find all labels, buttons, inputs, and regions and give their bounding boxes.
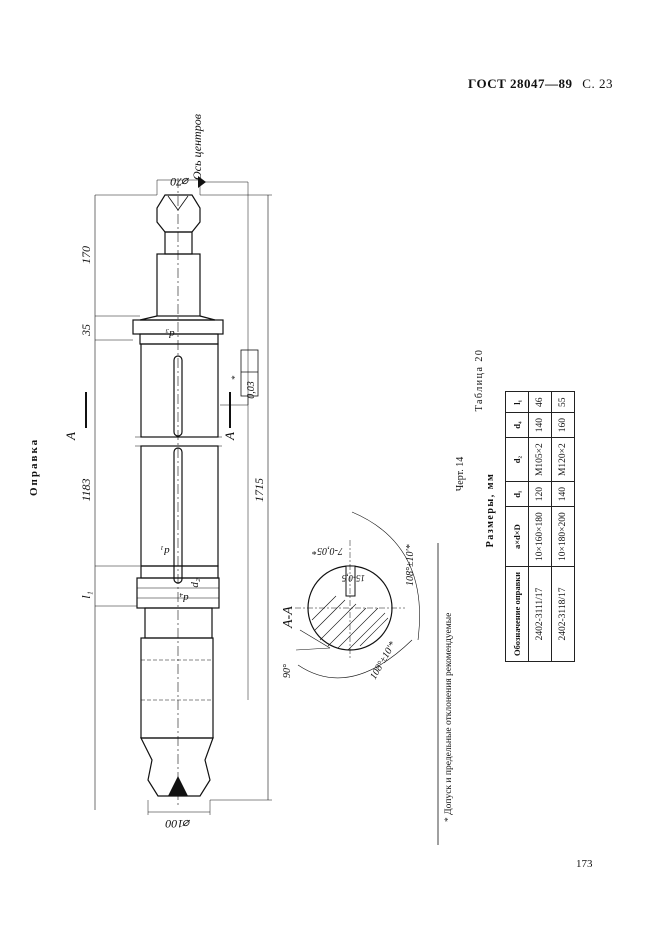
page-header: ГОСТ 28047—89 С. 23 — [468, 76, 613, 92]
table-header-cell: a×d×D — [505, 506, 529, 567]
table-cell: 46 — [528, 391, 552, 413]
shaft-section-1 — [156, 253, 201, 317]
page-code: С. 23 — [582, 76, 613, 91]
table-cell: 140 — [528, 412, 552, 438]
angle-right: 108°±10′* — [405, 544, 416, 586]
table-cell: 10×180×200 — [551, 506, 575, 567]
figure-label: Черт. 14 — [455, 457, 466, 491]
axis-label: Ось центров — [190, 114, 204, 180]
dim-dia-top: ⌀70 — [170, 175, 189, 189]
table-cell: 160 — [551, 412, 575, 438]
dim-d4: d₄ — [179, 592, 189, 604]
shaft-nose-bottom — [140, 737, 214, 797]
spec-table: Обозначение оправки a×d×D d₁ d₂ d₄ l₁ 24… — [505, 391, 575, 662]
tolerance-value: 0,03 — [246, 381, 257, 399]
dim-len-170: 170 — [79, 246, 93, 264]
shaft-neck — [164, 231, 193, 255]
table-cell: 2402-3111/17 — [528, 566, 552, 662]
table-header-cell: d₄ — [505, 412, 529, 438]
dim-d3: d₃ — [165, 328, 175, 340]
table-header-cell: d₂ — [505, 437, 529, 482]
angle-left: 90° — [282, 664, 293, 678]
tolerance-star: * — [230, 375, 240, 380]
table-header-cell: Обозначение оправки — [505, 566, 529, 662]
standard-code: ГОСТ 28047—89 — [468, 76, 573, 91]
dim-len-1715: 1715 — [252, 478, 266, 502]
dim-d2: d₂ — [189, 578, 201, 588]
dim-dia-bottom: ⌀100 — [165, 817, 190, 831]
table-cell: 55 — [551, 391, 575, 413]
dim-len-1183: 1183 — [79, 478, 93, 501]
table-row: 2402-3118/17 10×180×200 140 M120×2 160 5… — [551, 391, 575, 662]
page-number: 173 — [576, 858, 593, 870]
section-label: А-А — [281, 606, 296, 629]
section-marker-left: А — [63, 432, 78, 441]
table-cell: M105×2 — [528, 437, 552, 482]
table-caption: Таблица 20 — [474, 349, 485, 412]
spec-table-wrapper: Обозначение оправки a×d×D d₁ d₂ d₄ l₁ 24… — [505, 391, 575, 662]
shaft-body-upper — [140, 343, 219, 438]
section-marker-right: А — [222, 432, 237, 441]
table-row: 2402-3111/17 10×160×180 120 M105×2 140 4… — [528, 391, 552, 662]
table-header-cell: l₁ — [505, 391, 529, 413]
shaft-body-lower — [140, 445, 219, 567]
table-header-row: Обозначение оправки a×d×D d₁ d₂ d₄ l₁ — [505, 391, 529, 662]
groove-dim: 7-0,05* — [312, 545, 343, 556]
table-cell: 120 — [528, 481, 552, 507]
shaft-thread — [144, 607, 213, 639]
table-subtitle: Размеры, мм — [485, 473, 496, 548]
dim-d1: d₁ — [160, 545, 170, 557]
key-slot-lower — [173, 447, 183, 584]
shaft-nose-top — [156, 194, 201, 233]
slot-dim: 15-0,5 — [341, 573, 365, 583]
dim-len-35: 35 — [79, 324, 93, 337]
table-cell: M120×2 — [551, 437, 575, 482]
shaft-section-lower — [140, 637, 214, 739]
table-cell: 2402-3118/17 — [551, 566, 575, 662]
angle-main: 108°±10′* — [368, 640, 398, 682]
dim-l1: l₁ — [79, 591, 93, 599]
footnote: * Допуск и предельные отклонения рекомен… — [444, 613, 454, 822]
table-cell: 10×160×180 — [528, 506, 552, 567]
table-cell: 140 — [551, 481, 575, 507]
table-header-cell: d₁ — [505, 481, 529, 507]
key-slot-upper — [173, 355, 183, 437]
